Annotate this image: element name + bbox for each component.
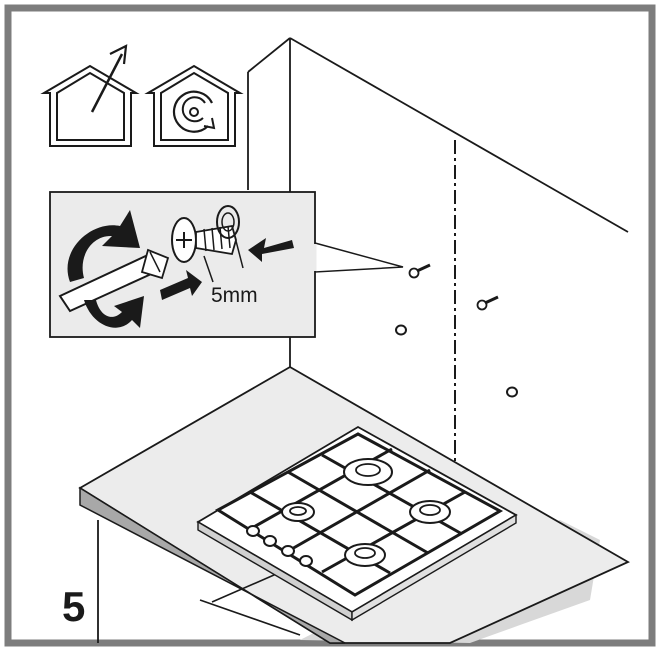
wall-screw-left bbox=[408, 263, 431, 279]
wall-screw-right bbox=[476, 295, 499, 311]
step-number: 5 bbox=[62, 583, 86, 630]
wall-hole-left bbox=[395, 324, 407, 336]
wall-hole-right bbox=[506, 386, 518, 398]
gas-hob bbox=[196, 425, 518, 622]
countertop-edge bbox=[79, 486, 346, 644]
push-arrow-icon bbox=[160, 270, 202, 300]
house-vent-out-icon bbox=[40, 44, 140, 147]
dimension-label: 5mm bbox=[211, 284, 258, 307]
rotation-arrow-icon bbox=[67, 210, 144, 328]
insert-arrow-icon bbox=[248, 238, 294, 262]
screw-washer-icon bbox=[171, 205, 240, 263]
cabinet-base-line bbox=[199, 599, 301, 636]
house-recirculation-icon bbox=[144, 64, 244, 147]
dimension-leader bbox=[203, 236, 244, 283]
screwdriver-icon bbox=[58, 248, 170, 313]
